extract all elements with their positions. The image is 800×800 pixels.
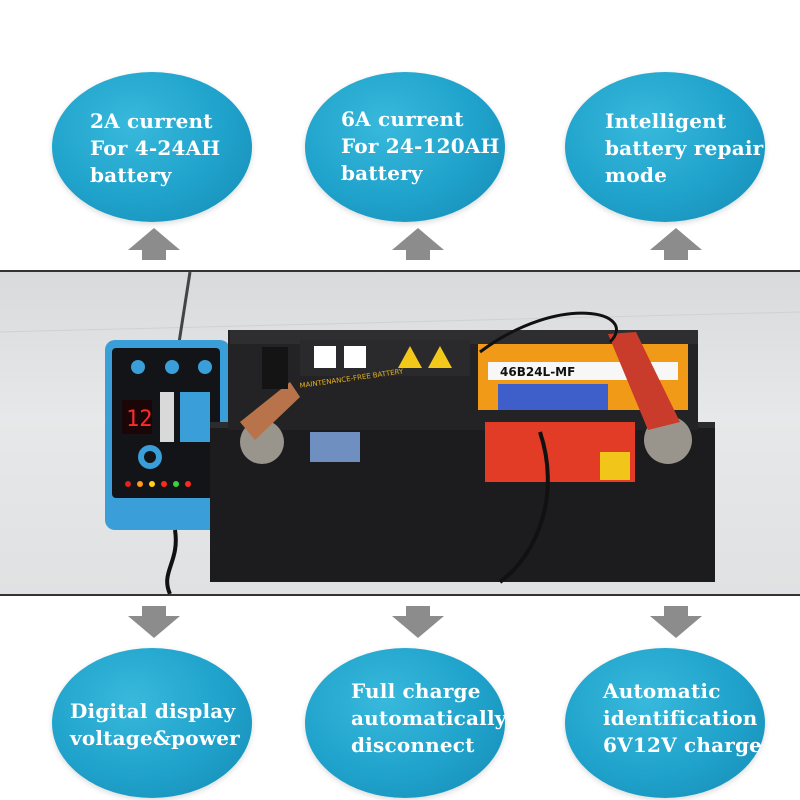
bubble-line: 6A current [341,107,464,131]
feature-bubble-repair-mode: Intelligent battery repair mode [565,72,765,222]
bubble-line: Digital display [70,699,236,723]
battery-model-label: 46B24L-MF [500,365,575,379]
negative-clamp [240,347,300,464]
bubble-line: voltage&power [70,726,240,750]
feature-bubble-digital-display: Digital display voltage&power [52,648,252,798]
bubble-line: automatically [351,706,507,730]
arrow-up-icon [128,228,180,260]
positive-clamp [608,332,692,464]
bubble-line: disconnect [351,733,475,757]
bubble-line: battery [341,161,423,185]
arrow-up-icon [392,228,444,260]
bubble-line: For 24-120AH [341,134,500,158]
bubble-line: mode [605,163,668,187]
bubble-line: 2A current [90,109,213,133]
bubble-line: For 4-24AH [90,136,221,160]
feature-bubble-full-charge: Full charge automatically disconnect [305,648,507,798]
bubble-line: identification [603,706,758,730]
feature-bubble-auto-identification: Automatic identification 6V12V charge [565,648,765,798]
bubble-line: Automatic [603,679,721,703]
feature-bubble-6a-current: 6A current For 24-120AH battery [305,72,505,222]
bubble-line: 6V12V charge [603,733,763,757]
bubble-line: battery [90,163,172,187]
charger-unit: 12 [105,340,230,530]
arrow-down-icon [128,606,180,638]
feature-bubble-2a-current: 2A current For 4-24AH battery [52,72,252,222]
bubble-line: Full charge [351,679,481,703]
bubble-line: Intelligent [605,109,727,133]
arrow-down-icon [392,606,444,638]
product-photo: 12 46B24L-MF [0,270,800,596]
arrow-up-icon [650,228,702,260]
charger-battery-illustration: 12 46B24L-MF [0,272,800,594]
charger-display-value: 12 [126,407,153,432]
bubble-line: battery repair [605,136,764,160]
arrow-down-icon [650,606,702,638]
